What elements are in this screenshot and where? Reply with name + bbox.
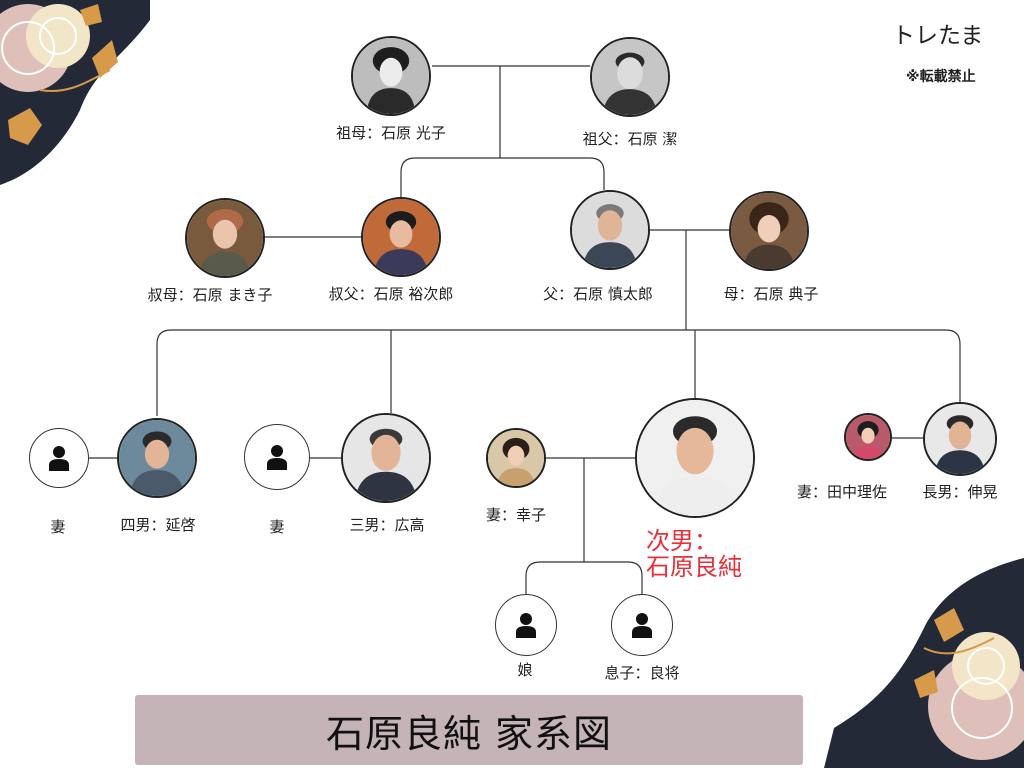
grandfather-label: 祖父：石原 潔 <box>582 130 678 148</box>
son4-photo <box>117 418 197 498</box>
son4-label: 四男：延啓 <box>120 516 196 534</box>
son1-label: 長男：伸晃 <box>922 483 998 501</box>
person-silhouette-icon <box>49 446 69 471</box>
son1-photo <box>923 402 997 476</box>
grandfather-photo <box>590 37 670 117</box>
wife2-label: 妻：幸子 <box>485 506 547 524</box>
page-title: 石原良純 家系図 <box>325 711 613 756</box>
aunt-label: 叔母：石原 まき子 <box>147 286 273 304</box>
wife3-anonymous <box>244 424 310 490</box>
aunt-photo <box>185 198 265 278</box>
grandson-anonymous <box>611 594 673 656</box>
floral-decoration-bottom-right <box>824 558 1024 768</box>
title-banner: 石原良純 家系図 <box>135 695 803 765</box>
uncle-label: 叔父：石原 裕次郎 <box>328 285 454 303</box>
wife4-anonymous <box>29 428 89 488</box>
son2-label-line1: 次男： <box>646 527 718 555</box>
grandmother-photo <box>351 36 431 116</box>
floral-decoration-top-left <box>0 0 150 185</box>
mother-label: 母：石原 典子 <box>723 285 819 303</box>
wife4-label: 妻 <box>50 518 66 536</box>
mother-photo <box>729 191 809 271</box>
son3-label: 三男：広高 <box>349 516 425 534</box>
father-label: 父：石原 慎太郎 <box>543 285 653 303</box>
copyright-notice: ※転載禁止 <box>906 69 976 85</box>
wife2-photo <box>486 428 546 488</box>
wife3-label: 妻 <box>269 518 285 536</box>
grandson-label: 息子：良将 <box>604 664 680 682</box>
son2-label: 次男： 石原良純 <box>646 528 742 580</box>
person-silhouette-icon <box>632 613 652 638</box>
brand-logo-text: トレたま <box>892 23 984 49</box>
person-silhouette-icon <box>516 613 536 638</box>
grandmother-label: 祖母：石原 光子 <box>336 124 446 142</box>
son3-photo <box>341 413 431 503</box>
son2-photo <box>635 398 755 518</box>
person-silhouette-icon <box>267 445 287 470</box>
daughter-label: 娘 <box>517 661 533 679</box>
uncle-photo <box>361 197 441 277</box>
father-photo <box>570 190 650 270</box>
daughter-anonymous <box>495 594 557 656</box>
son2-label-line2: 石原良純 <box>646 553 742 581</box>
wife1-photo <box>844 413 892 461</box>
wife1-label: 妻：田中理佐 <box>796 483 888 501</box>
